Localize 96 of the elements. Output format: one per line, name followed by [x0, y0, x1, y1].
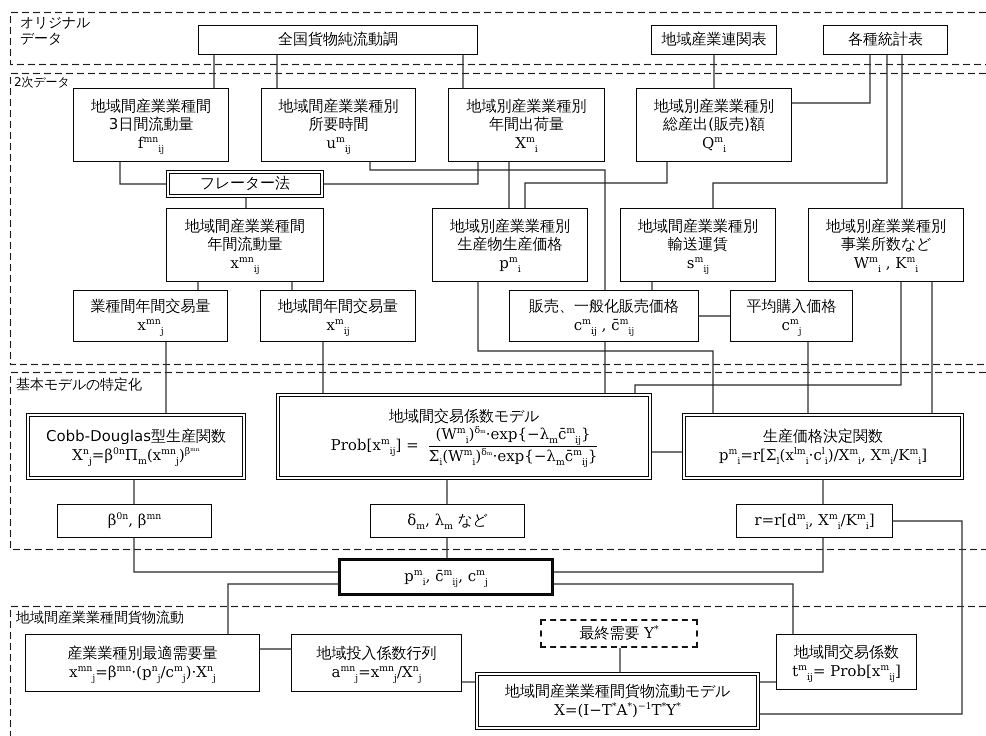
box-title: 地域別産業業種別年間出荷量	[466, 96, 588, 134]
process-box	[636, 88, 792, 162]
box-title: 地域投入係数行列	[316, 644, 436, 663]
process-box	[25, 634, 260, 692]
connector-line	[760, 520, 963, 715]
process-box	[730, 290, 853, 342]
connector-line	[713, 55, 715, 88]
connector-line	[119, 162, 166, 185]
box-title: 販売、一般化販売価格	[529, 296, 679, 316]
connector-line	[133, 480, 135, 504]
connector-line	[446, 480, 448, 504]
process-box	[57, 504, 212, 538]
process-box	[73, 88, 229, 162]
connector-line	[227, 583, 338, 634]
connector-line	[462, 681, 475, 683]
box-title: 地域別産業業種別事業所数など	[825, 216, 947, 254]
double-bordered-box	[26, 413, 246, 480]
fraction-numerator: (W$^{m}$$_{i}$)$^{δₘ}$·exp{−λ$_{m}$c̄$^{m}$$_{ij}$}	[428, 425, 598, 447]
connector-line	[712, 55, 888, 208]
double-bordered-box	[682, 413, 964, 480]
formula-text: Prob[x$^{m}$$_{ij}$] =	[330, 436, 419, 456]
double-bordered-box	[475, 672, 760, 730]
connector-line	[604, 342, 606, 393]
formula-text: 最終需要 Y$^{*}$	[579, 624, 659, 644]
connector-line	[931, 282, 933, 413]
connector-line	[133, 538, 338, 573]
process-box	[432, 208, 588, 282]
connector-line	[213, 55, 215, 88]
connector-line	[508, 162, 510, 208]
double-bordered-box	[276, 393, 652, 480]
double-bordered-box	[166, 170, 324, 198]
section-heading: 2次データ	[14, 76, 71, 90]
process-box	[166, 208, 324, 282]
formula-text: β$^{0n}$, β$^{mn}$	[108, 511, 162, 531]
box-title: 地域間交易係数モデル	[389, 406, 539, 426]
formula-text: 全国貨物純流動調	[278, 30, 398, 50]
process-box	[808, 208, 964, 282]
formula-text: Σ$_{i}$(W$^{m}$$_{i}$)$^{δₘ}$·exp{−λ$_{m}$c̄$^{m}$$_{ij}$}	[428, 446, 598, 466]
formula-text: t$^{m}$$_{ij}$= Prob[x$^{m}$$_{ij}$]	[792, 662, 901, 682]
formula-text: δ$_{m}$, λ$_{m}$ など	[407, 511, 488, 531]
connector-line	[369, 162, 606, 290]
process-box	[260, 290, 416, 342]
connector-line	[324, 162, 479, 185]
connector-line	[554, 583, 794, 634]
box-title: 地域別産業業種別総産出(販売)額	[653, 96, 775, 134]
dashed-box	[540, 619, 698, 648]
bold-box	[338, 558, 554, 596]
formula-text: X=(I−T$^{*}$A$^{*}$)$^{−1}$T$^{*}$Y$^{*}$	[554, 700, 681, 720]
connector-line	[477, 282, 714, 413]
process-box	[448, 88, 605, 162]
connector-line	[901, 55, 903, 208]
formula-text: r=r[d$^{m}$$_{i}$, X$^{m}$$_{i}$/K$^{m}$$_{i}$]	[754, 511, 875, 531]
connector-line	[619, 648, 621, 672]
process-box	[776, 634, 917, 690]
formula-text: フレーター法	[200, 174, 290, 194]
box-title: 産業業種別最適需要量	[68, 644, 218, 663]
connector-line	[652, 451, 682, 453]
process-box	[620, 208, 776, 282]
process-box	[509, 290, 699, 342]
section-heading: オリジナルデータ	[20, 15, 91, 48]
connector-line	[446, 538, 448, 558]
connector-line	[322, 342, 324, 393]
connector-line	[760, 681, 776, 683]
connector-line	[165, 342, 167, 413]
process-box	[73, 290, 228, 342]
connector-line	[245, 198, 247, 208]
formula-text: p$^{m}$$_{i}$=r[Σ$_{l}$(x$^{lm}$$_{i}$·c$^{l}$$_{i}$)/X$^{m}$$_{i}$, X$^{m}$$_{i}$/K$^{m}$$_{i}$]	[718, 446, 928, 466]
section-heading: 基本モデルの特定化	[16, 377, 143, 394]
connector-line	[524, 162, 668, 208]
connector-line	[554, 538, 824, 573]
connector-line	[822, 480, 824, 504]
box-title: 平均購入価格	[746, 296, 836, 316]
process-box	[823, 25, 948, 55]
connector-line	[634, 282, 902, 393]
box-title: Cobb-Douglas型生産関数	[46, 427, 226, 446]
formula-text: X$^{n}$$_{j}$=β$^{0n}$Π$_{m}$(x$^{mn}$$_{j}$)$^{βᵐⁿ}$	[72, 446, 200, 466]
box-title: 地域間交易係数	[794, 642, 899, 662]
connector-line	[699, 315, 730, 317]
connector-line	[462, 55, 464, 88]
process-box	[261, 88, 416, 162]
process-box	[291, 634, 462, 692]
section-heading: 地域間産業業種間貨物流動	[16, 610, 185, 626]
connector-line	[260, 648, 291, 650]
connector-line	[276, 55, 278, 88]
connector-line	[792, 55, 871, 104]
formula-text: 地域産業連関表	[662, 30, 766, 50]
process-box	[651, 25, 777, 55]
box-title: 地域間産業業種間貨物流動モデル	[505, 682, 730, 701]
formula-text: 各種統計表	[848, 30, 923, 50]
process-box	[736, 504, 893, 538]
box-title: 地域間年間交易量	[278, 296, 398, 316]
box-title: 業種間年間交易量	[90, 296, 210, 316]
box-title: 生産価格決定関数	[763, 427, 883, 446]
connector-line	[807, 342, 809, 413]
process-box	[370, 504, 525, 538]
process-box	[198, 25, 478, 55]
